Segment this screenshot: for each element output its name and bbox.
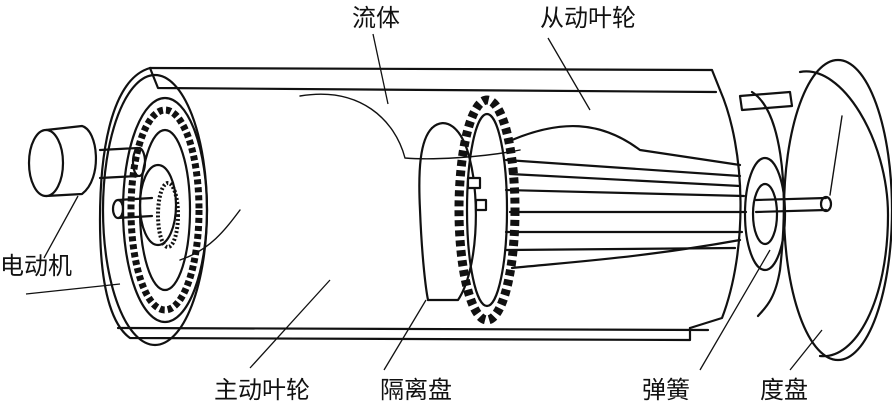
leader-lines	[25, 33, 823, 371]
driving-impeller	[121, 96, 209, 324]
label-partition-disc: 隔离盘	[380, 376, 452, 404]
leader-dial	[789, 329, 823, 371]
leader-motor	[43, 195, 79, 259]
fluid-region	[179, 93, 521, 261]
leader-spring	[699, 249, 771, 371]
leader-driving-impeller	[249, 279, 331, 369]
label-driven-impeller: 从动叶轮	[540, 4, 636, 32]
leader-driven-impeller	[547, 37, 591, 111]
driven-impeller	[454, 95, 748, 325]
partition-disc	[418, 122, 488, 302]
leader-fluid	[372, 33, 389, 105]
leader-partition-disc	[383, 299, 427, 371]
label-motor: 电动机	[0, 252, 72, 280]
label-dial: 度盘	[760, 376, 808, 404]
dial-disc	[782, 58, 892, 362]
spring-assembly	[738, 90, 833, 318]
motor	[27, 124, 154, 220]
leader-housing	[25, 283, 121, 295]
label-spring: 弹簧	[642, 376, 690, 404]
label-fluid: 流体	[352, 4, 400, 32]
label-driving-impeller: 主动叶轮	[214, 376, 310, 404]
